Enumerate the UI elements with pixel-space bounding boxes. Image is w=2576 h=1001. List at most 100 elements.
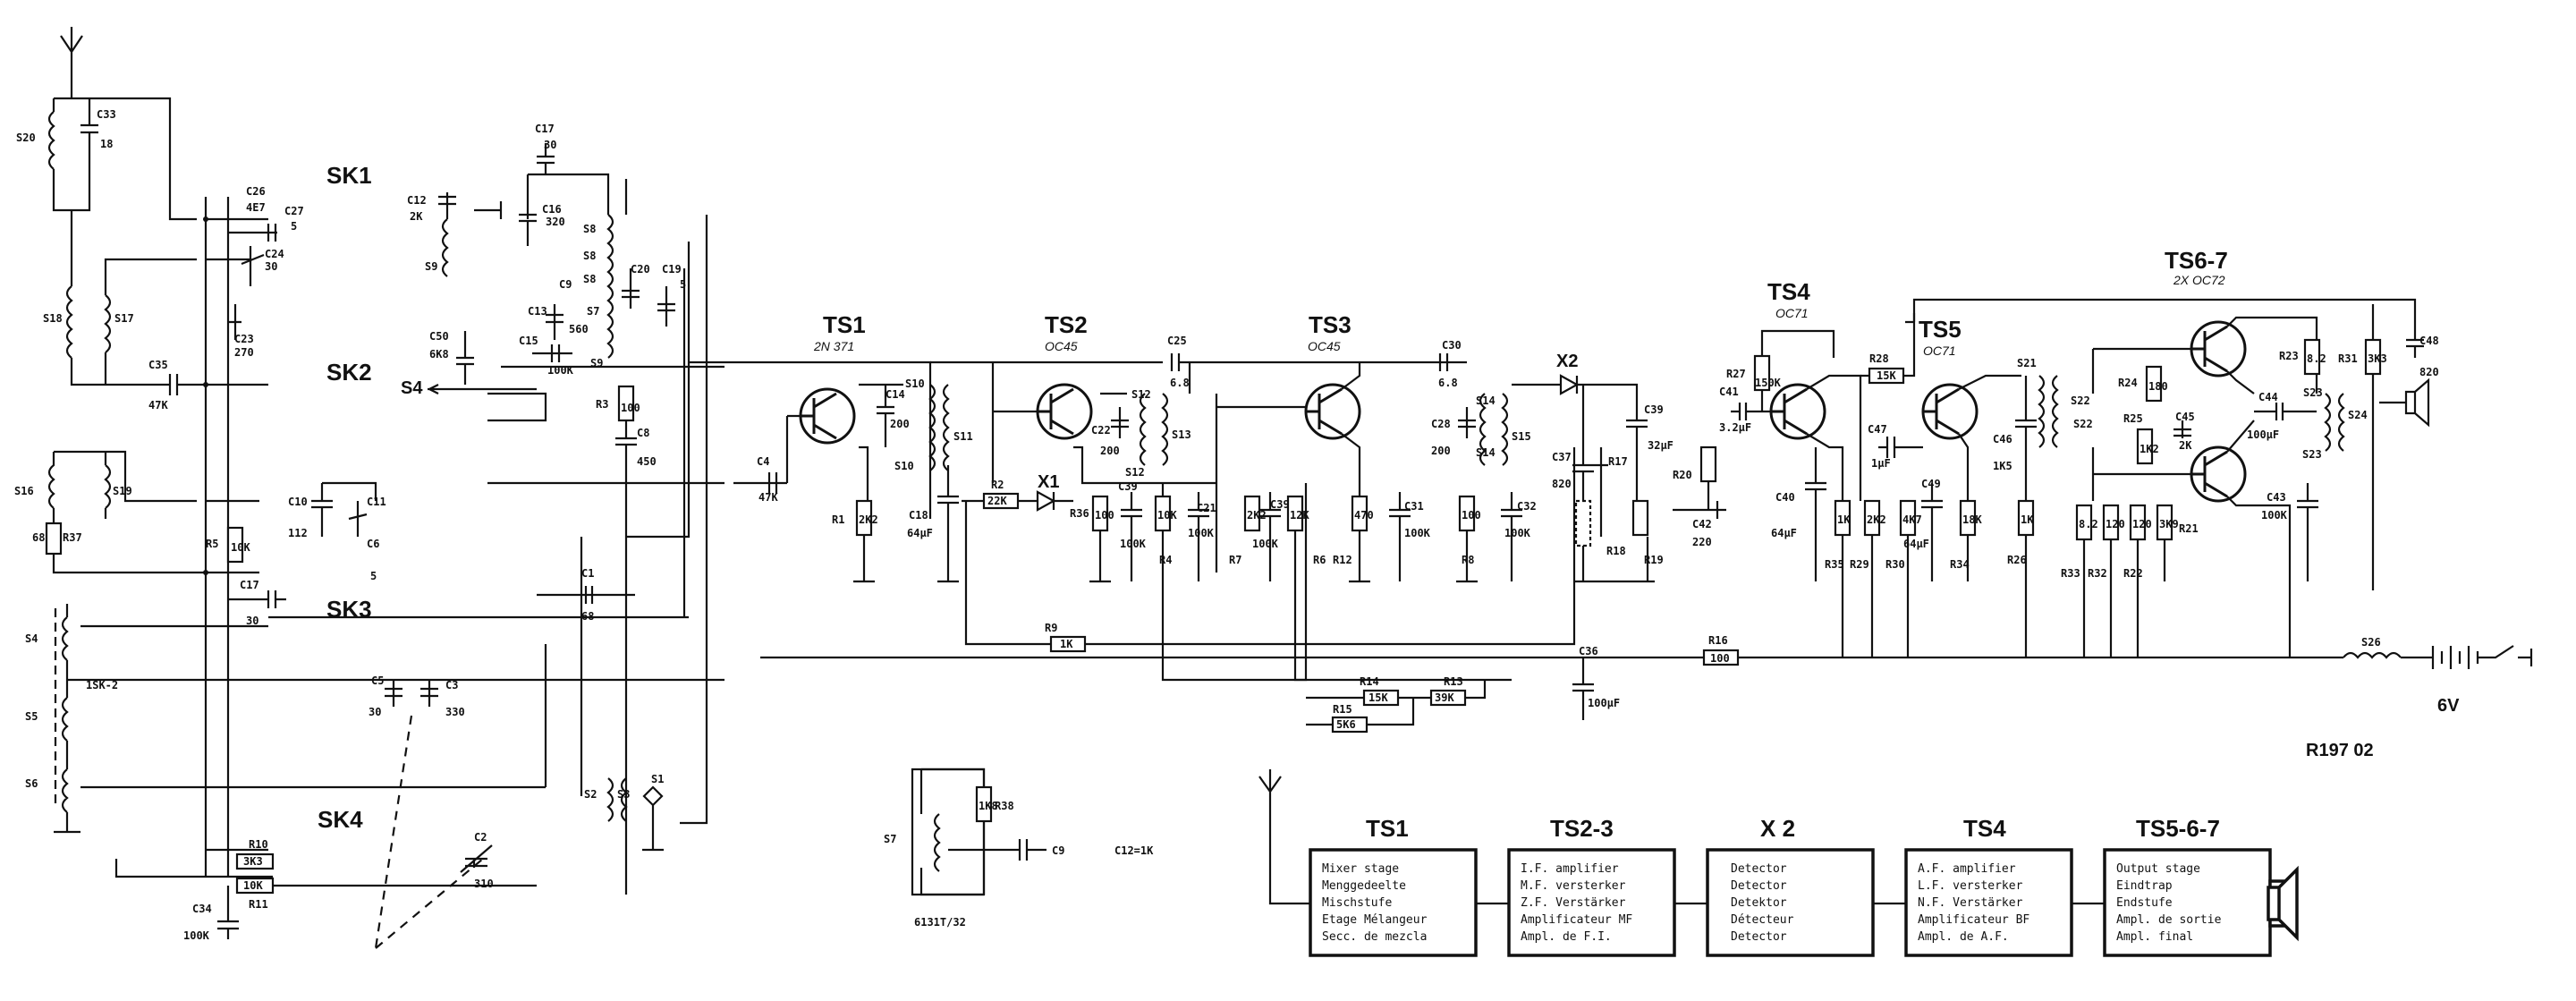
label-C38-value: 32µF [1648, 439, 1674, 452]
block-x2-title: X 2 [1760, 815, 1795, 842]
ts2-stage: TS2 OC45 C25 6.8 C22 200 S12 S12 S13 R36… [930, 311, 1467, 682]
label-R9: R9 [1045, 622, 1057, 634]
label-C37-value: 820 [1552, 478, 1572, 490]
label-R25-value: 1K2 [2140, 443, 2159, 455]
block-ts1-line2: Menggedeelte [1322, 879, 1406, 893]
label-C12: C12 [407, 194, 427, 207]
label-C15: C15 [519, 335, 538, 347]
label-R36-value: 100 [1095, 509, 1114, 522]
ts67-title: TS6-7 [2165, 247, 2228, 274]
label-C17b: C17 [240, 579, 259, 591]
label-C35-value: 47K [148, 399, 168, 411]
label-C39: C39 [1270, 498, 1290, 511]
switch-SK3: SK3 [326, 596, 372, 623]
label-C13: C13 [528, 305, 547, 318]
block-ts23: TS2-3 I.F. amplifier M.F. versterker Z.F… [1507, 815, 1676, 957]
label-C33: C33 [97, 108, 116, 121]
block-ts23-line1: I.F. amplifier [1521, 862, 1619, 876]
block-ts23-line3: Z.F. Verstärker [1521, 896, 1626, 910]
label-S18: S18 [43, 312, 63, 325]
label-S12b: S12 [1125, 466, 1145, 479]
block-ts4: TS4 A.F. amplifier L.F. versterker N.F. … [1904, 815, 2073, 957]
label-R30-value: 4K7 [1902, 513, 1922, 526]
label-S23: S23 [2303, 386, 2323, 399]
label-C2: C2 [474, 831, 487, 844]
label-C5-value: 30 [369, 706, 381, 718]
label-X2: X2 [1556, 352, 1578, 371]
ts5-stage: TS5 OC71 R30 4K7 C49 64µF R34 18K R26 1K… [1885, 298, 2209, 657]
inset-label: 6131T/32 [914, 916, 966, 929]
label-S9a: S9 [425, 260, 437, 273]
label-C42: C42 [1692, 518, 1712, 530]
label-S14b: S14 [1476, 446, 1496, 459]
ts1-stage: TS1 2N 371 C4 47K C14 200 S10 S11 S10 R1… [689, 311, 1576, 653]
label-R19: R19 [1644, 554, 1664, 566]
note-C12: C12=1K [1114, 844, 1154, 857]
block-ts1: TS1 Mixer stage Menggedeelte Mischstufe … [1309, 815, 1478, 957]
label-S7b: S7 [884, 833, 896, 845]
block-ts4-line5: Ampl. de A.F. [1918, 930, 2009, 944]
block-diagram: TS1 Mixer stage Menggedeelte Mischstufe … [1258, 769, 2299, 957]
label-C4-value: 47K [758, 491, 778, 504]
label-S7: S7 [587, 305, 599, 318]
label-S23b: S23 [2302, 448, 2322, 461]
label-C27: C27 [284, 205, 304, 217]
label-C23: C23 [234, 333, 254, 345]
drawing-reference: R197 02 [2306, 741, 2374, 760]
block-x2: X 2 Detector Detector Detektor Détecteur… [1706, 815, 1875, 957]
label-S24: S24 [2348, 409, 2368, 421]
block-ts567-line3: Endstufe [2116, 896, 2173, 910]
label-R32: R32 [2088, 567, 2107, 580]
label-S20: S20 [16, 131, 36, 144]
label-C20: C20 [631, 263, 650, 276]
agc-section: R14 15K R13 39K R15 5K6 C36 100µF R16 10… [760, 634, 2343, 734]
label-R7-value: 2K2 [1247, 509, 1267, 522]
label-C25-value: 6.8 [1170, 377, 1190, 389]
label-C24: C24 [265, 248, 284, 260]
label-C8-value: 450 [637, 455, 657, 468]
inset-circuit: R38 1K8 C9 S7 C12=1K 6131T/32 [884, 768, 1154, 929]
oscillator-section: C17 30 C16 320 C12 2K S9 S8 S8 S8 S7 S9 … [268, 123, 724, 949]
label-C46-value: 1K5 [1993, 460, 2012, 472]
label-R14-value: 15K [1368, 691, 1388, 704]
label-R26: R26 [2007, 554, 2027, 566]
label-C22-value: 200 [1100, 445, 1120, 457]
label-S4b: S4 [401, 378, 423, 398]
label-C11: C11 [367, 496, 386, 508]
label-C44-value: 100µF [2247, 428, 2279, 441]
label-C50-value: 6K8 [429, 348, 449, 361]
block-ts567-line2: Eindtrap [2116, 879, 2173, 893]
block-ts23-title: TS2-3 [1550, 815, 1614, 842]
label-R16-value: 100 [1710, 652, 1730, 665]
antenna-section: S20 C33 18 S18 S17 C35 47K S16 S19 R37 6… [14, 27, 206, 834]
ts4-title: TS4 [1767, 278, 1810, 305]
label-C43: C43 [2267, 491, 2286, 504]
ts2-type: OC45 [1045, 339, 1078, 353]
label-R15: R15 [1333, 703, 1352, 716]
label-C48: C48 [2419, 335, 2439, 347]
label-C34: C34 [192, 903, 212, 915]
ts1-title: TS1 [823, 311, 866, 338]
label-R3: R3 [596, 398, 608, 411]
label-R16: R16 [1708, 634, 1728, 647]
label-C39-value: 100K [1252, 538, 1279, 550]
label-R10: R10 [249, 838, 268, 851]
label-C40: C40 [1775, 491, 1795, 504]
label-S3: S3 [617, 788, 630, 801]
label-C6-value: 5 [370, 570, 377, 582]
label-C51-value: 100K [1120, 538, 1147, 550]
label-R17: R17 [1608, 455, 1628, 468]
label-S19: S19 [113, 485, 132, 497]
ts3-type: OC45 [1308, 339, 1341, 353]
label-C47-value: 1µF [1871, 457, 1891, 470]
label-C3-value: 330 [445, 706, 465, 718]
ts67-stage: TS6-7 2X OC72 R24 180 C45 2K R25 1K2 R33… [2061, 247, 2533, 760]
ts67-type: 2X OC72 [2173, 273, 2225, 287]
label-S22: S22 [2071, 394, 2090, 407]
label-1SK-2: 1SK-2 [86, 679, 118, 691]
block-x2-line1: Detector [1731, 862, 1787, 876]
block-ts4-line2: L.F. versterker [1918, 879, 2023, 893]
label-R24-value: 180 [2148, 380, 2168, 393]
label-R4: R4 [1159, 554, 1172, 566]
